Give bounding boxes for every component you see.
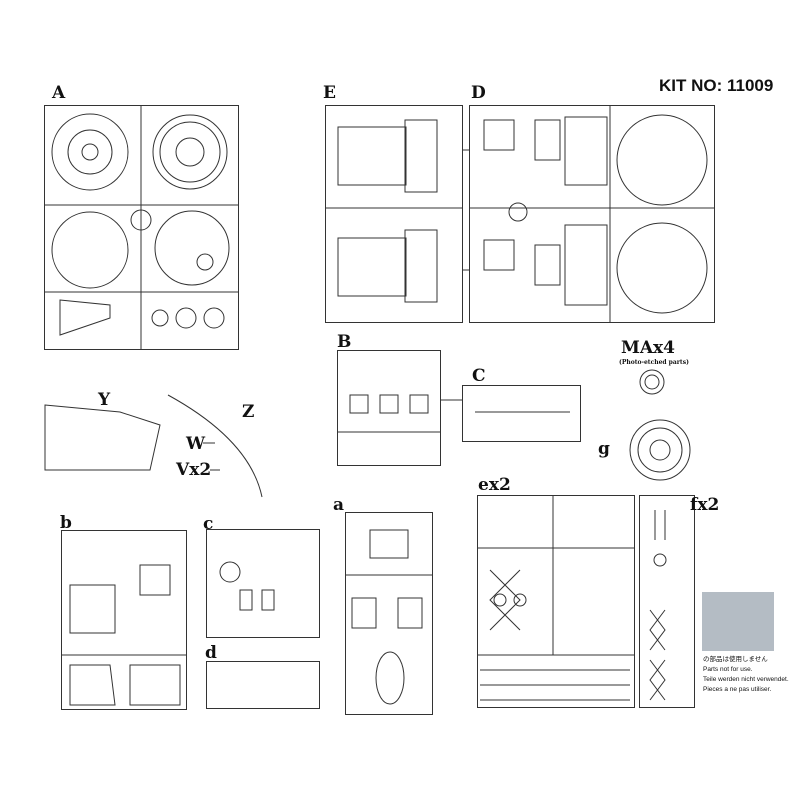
- unused-part-swatch: [702, 592, 774, 651]
- sprue-c-frame: [462, 385, 581, 442]
- kit-number: KIT NO: 11009: [659, 76, 774, 95]
- label-D: D: [471, 83, 486, 103]
- label-Y: Y: [98, 390, 111, 410]
- label-fx2: fx2: [690, 495, 720, 515]
- sprue-b-frame: [337, 350, 441, 466]
- label-Z: Z: [242, 402, 255, 422]
- label-E: E: [323, 83, 336, 103]
- note-german: Teile werden nicht verwendet.: [703, 676, 789, 683]
- label-C: C: [472, 366, 486, 386]
- note-french: Pieces a ne pas utiliser.: [703, 686, 772, 693]
- label-Vx2: Vx2: [176, 460, 212, 480]
- label-c: c: [203, 514, 214, 534]
- note-japanese: の部品は使用しません: [703, 656, 768, 663]
- label-d: d: [205, 643, 217, 663]
- label-ex2: ex2: [478, 475, 511, 495]
- sprue-ex2-frame: [477, 495, 635, 708]
- label-a: a: [333, 495, 345, 515]
- label-MAx4: MAx4: [621, 338, 675, 358]
- sprue-b-lower-frame: [61, 530, 187, 710]
- sprue-e-frame: [325, 105, 463, 323]
- sprue-c-lower-frame: [206, 529, 320, 638]
- label-A: A: [52, 83, 66, 103]
- sprue-d-frame: [469, 105, 715, 323]
- note-english: Parts not for use.: [703, 666, 753, 673]
- label-b: b: [60, 513, 72, 533]
- sprue-a-lower-frame: [345, 512, 433, 715]
- sprue-fx2-frame: [639, 495, 695, 708]
- label-g: g: [598, 439, 610, 459]
- sprue-d-lower-frame: [206, 661, 320, 709]
- label-W: W: [186, 434, 206, 454]
- label-B: B: [337, 332, 352, 352]
- photo-etched-caption: (Photo-etched parts): [619, 359, 689, 366]
